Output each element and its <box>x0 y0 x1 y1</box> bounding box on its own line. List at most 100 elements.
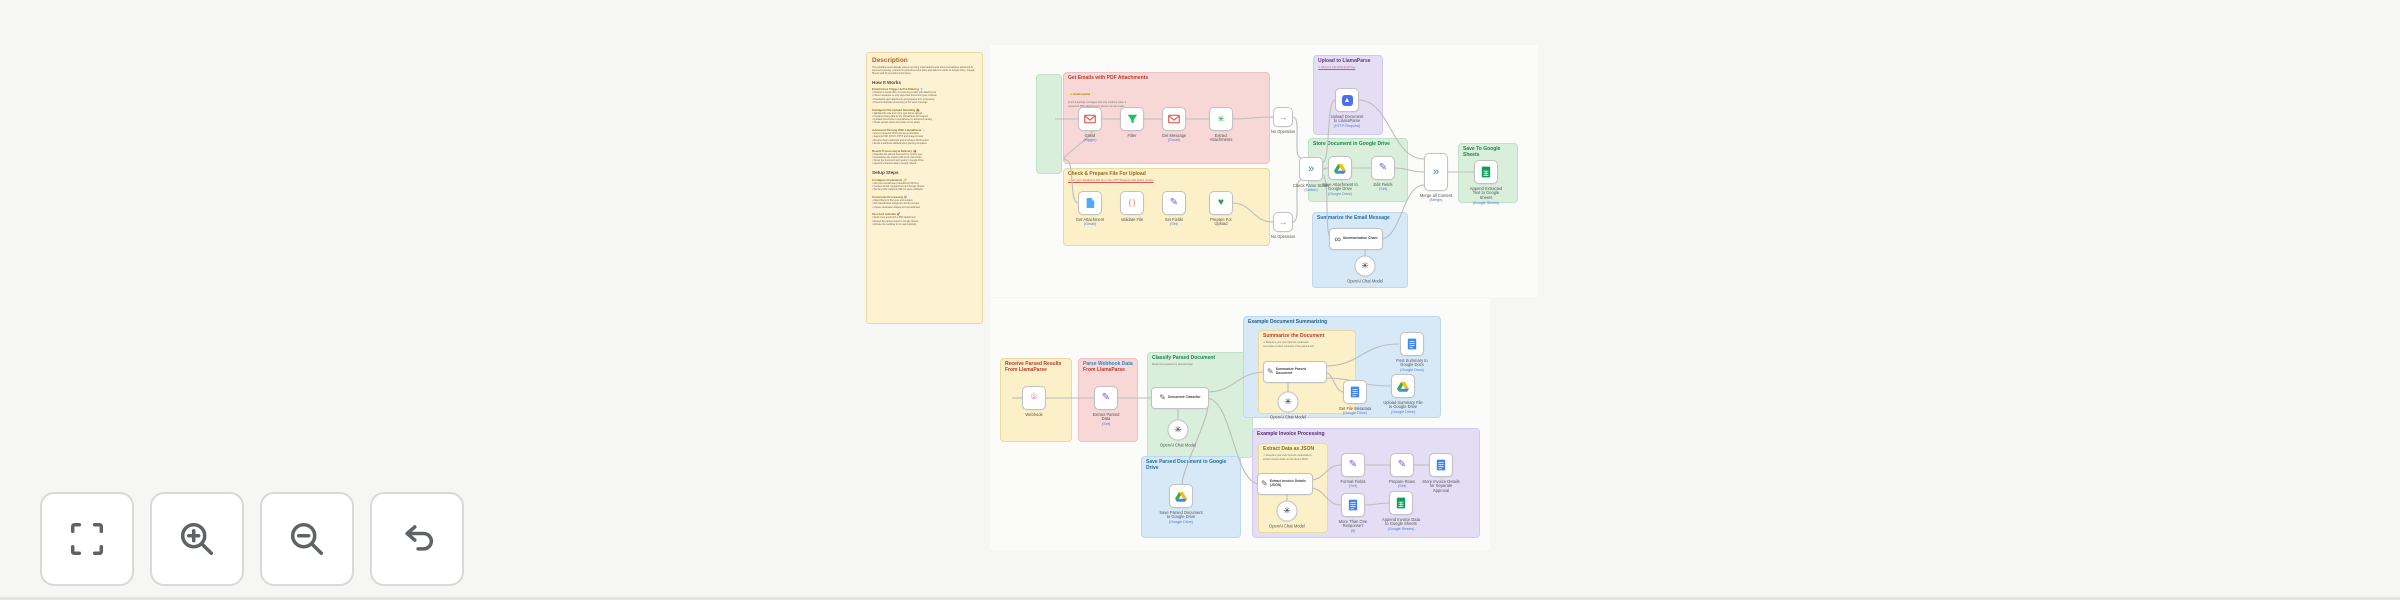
region-title: Parse Webhook Data <box>1083 361 1133 367</box>
node-summarization-chain[interactable]: ∞Summarization Chain <box>1329 228 1383 250</box>
node-sublabel: (Gmail) <box>1167 138 1181 143</box>
node-inline-label: Extract Invoice Details (JSON) <box>1269 479 1306 487</box>
node-label: Gmail(trigger) <box>1083 132 1097 143</box>
node-noop-bottom[interactable]: →No Operation <box>1271 212 1295 238</box>
node-openai-chat-model-4[interactable]: ✳ OpenAI Chat Model <box>1269 500 1305 528</box>
gmail-icon <box>1168 114 1180 124</box>
openai-icon: ✳ <box>1283 505 1291 516</box>
region-title-line2: From LlamaParse <box>1083 366 1125 373</box>
node-format-fields[interactable]: ✎Format Fields(Set) <box>1340 453 1366 488</box>
google-docs-icon <box>1436 459 1446 471</box>
node-sublabel: (Google Drive) <box>1343 411 1367 416</box>
node-check-status[interactable]: »Check Parse Status(Switch) <box>1293 157 1329 192</box>
node-label: Filter <box>1127 132 1137 138</box>
zoom-out-icon <box>290 522 324 556</box>
node-openai-chat-model-3[interactable]: ✳OpenAI Chat Model <box>1270 391 1306 419</box>
node-sublabel: (Google Sheets) <box>1387 527 1415 532</box>
node-sublabel: (Google Drive) <box>1169 520 1193 525</box>
node-openai-chat-model-2[interactable]: ✳OpenAI Chat Model <box>1160 419 1196 447</box>
node-get-message[interactable]: Get Message(Gmail) <box>1162 107 1186 142</box>
google-sheets-icon <box>1481 166 1491 178</box>
node-gmail-trigger[interactable]: Gmail(trigger) <box>1078 107 1102 142</box>
region-warning-link[interactable]: ⚠ Set your LlamaParse API key in the HTT… <box>1068 178 1154 182</box>
undo-icon <box>405 525 433 551</box>
node-filter[interactable]: Filter <box>1120 107 1144 137</box>
google-docs-icon <box>1348 499 1358 511</box>
region-text: ⚠ Requires your own OpenAI credentials <box>1263 340 1309 344</box>
description-sticky-note[interactable]: Description This workflow automatically … <box>866 52 983 324</box>
node-get-file-metadata[interactable]: Get File Metadata(Google Drive) <box>1339 380 1371 415</box>
node-sublabel: (Set) <box>1349 484 1357 489</box>
region-warning-link[interactable]: ⚠ Add your LlamaCloud API key <box>1318 65 1356 69</box>
node-label: Get File Metadata(Google Drive) <box>1338 405 1372 416</box>
note-bullet: • Tracks upload status and routes errors… <box>872 122 920 125</box>
undo-button[interactable] <box>370 492 464 586</box>
zoom-in-icon <box>180 522 214 556</box>
node-extract-invoice[interactable]: ✎Extract Invoice Details (JSON) <box>1257 473 1313 495</box>
node-label: OpenAI Chat Model <box>1269 523 1305 528</box>
arrow-icon: → <box>1278 111 1288 122</box>
zoom-in-button[interactable] <box>150 492 244 586</box>
node-prepare-rows[interactable]: ✎Prepare Rows(Set) <box>1389 453 1415 488</box>
google-drive-icon <box>1175 491 1187 502</box>
node-openai-chat-model-1[interactable]: ✳OpenAI Chat Model <box>1347 255 1383 283</box>
llamaparse-icon: ▲ <box>1341 94 1353 106</box>
node-get-attachment[interactable]: Get Attachment(Gmail) <box>1076 191 1104 226</box>
google-drive-icon <box>1397 381 1409 392</box>
note-section-heading: How It Works <box>872 79 902 85</box>
region-summarize-email[interactable]: Summarize the Email Message <box>1312 212 1408 288</box>
region-title: Classify Parsed Document <box>1152 355 1216 361</box>
note-body: This workflow automatically parses incom… <box>872 66 977 227</box>
note-subheading: Advanced Parsing With LlamaParse 🦙 <box>872 128 926 133</box>
note-bullet: • Returns clean markdown and structured … <box>872 139 929 142</box>
node-summarize-agent[interactable]: ✎Summarize Parsed Document <box>1263 361 1327 383</box>
node-document-classifier[interactable]: ✎Document Classifier <box>1151 387 1209 409</box>
node-merge-content[interactable]: »Merge all Content(Merge) <box>1420 153 1452 202</box>
node-set-upload-fields[interactable]: ✎Set Fields(Set) <box>1162 191 1186 226</box>
node-label: Check Parse Status(Switch) <box>1292 182 1330 193</box>
openai-icon: ✳ <box>1174 424 1182 435</box>
fit-view-button[interactable] <box>40 492 134 586</box>
note-bullet: • Add your LlamaParse (LlamaCloud) API k… <box>872 182 919 185</box>
google-docs-icon <box>1350 386 1360 398</box>
note-section-heading: Setup Steps <box>872 170 899 176</box>
pen-icon: ✎ <box>1169 197 1179 208</box>
node-sublabel: (Google Sheets) <box>1472 201 1500 206</box>
zoom-out-button[interactable] <box>260 492 354 586</box>
spark-icon: ✳ <box>1217 113 1225 124</box>
node-noop-top[interactable]: → No Operation <box>1271 107 1295 133</box>
node-label: Webhook <box>1025 411 1043 417</box>
region-title-line2: From LlamaParse <box>1005 366 1047 373</box>
node-label: No Operation <box>1270 128 1296 134</box>
node-edit-fields[interactable]: ✎Edit Fields(Set) <box>1371 156 1395 191</box>
region-try-it-out[interactable] <box>1036 74 1062 174</box>
note-bullet: • Prevents duplicate processing of the s… <box>872 101 928 104</box>
node-sublabel: (Set) <box>1379 187 1387 192</box>
node-webhook[interactable]: ⌾Webhook <box>1022 386 1046 416</box>
node-validate-file[interactable]: { }Validate File <box>1120 191 1144 221</box>
note-title: Description <box>872 57 908 64</box>
note-subheading: Result Processing & Delivery 📦 <box>872 148 917 153</box>
note-bullet: • Set the public webhook URL for parse c… <box>872 189 923 192</box>
node-inline-label: Summarize Parsed Document <box>1275 367 1307 375</box>
node-sublabel: (Gmail) <box>1083 222 1097 227</box>
fit-view-icon <box>70 522 104 556</box>
region-title: Save Parsed Document to Google <box>1146 459 1227 465</box>
google-docs-icon <box>1407 338 1417 350</box>
gmail-icon <box>1084 114 1096 124</box>
